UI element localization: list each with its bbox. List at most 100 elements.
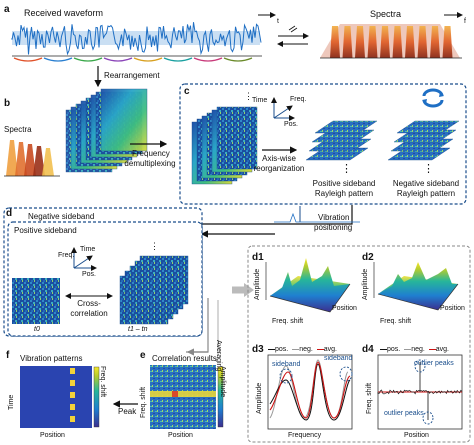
spectrogram-layer <box>100 88 148 152</box>
spectra-peak <box>342 26 353 58</box>
positive-sideband-tab: Positive sideband <box>14 226 77 235</box>
waveform-axis-label: t <box>277 18 279 25</box>
spectra-peak <box>367 26 378 58</box>
panel-f-colorbar-label: Freq. shift <box>99 366 106 398</box>
d3-xlabel: Frequency <box>288 432 322 439</box>
small-spectra-peak <box>24 144 36 176</box>
sideband-layer <box>396 120 460 134</box>
panel-d1-letter: d1 <box>252 252 264 263</box>
small-spectra-stack <box>4 140 60 177</box>
panel-c-frame <box>179 83 467 205</box>
d2-ylabel: Amplitude <box>362 268 369 300</box>
positive-sideband-label-2: Rayleigh pattern <box>314 189 374 198</box>
d4-legend: pos. neg. avg. <box>380 346 449 353</box>
small-spectra-peak <box>15 142 27 176</box>
small-spectra-peak <box>33 146 45 176</box>
panel-c-cube-stack <box>191 106 258 185</box>
panel-e-title: Correlation results <box>152 354 217 363</box>
axiswise-label-1: Axis-wise <box>262 154 296 163</box>
t1-tn-stack <box>119 255 189 325</box>
panel-e-colorbar-label: Amplitude <box>219 366 226 398</box>
negative-sideband-label-1: Negative sideband <box>392 179 460 188</box>
reorganize-cycle-icon <box>422 88 444 108</box>
c-axis-time: Time <box>252 97 268 104</box>
panel-e-xlabel: Position <box>168 432 193 439</box>
spectra-peak <box>442 26 453 58</box>
fft-transform-arrows <box>277 25 309 47</box>
d3-ylabel: Amplitude <box>256 382 263 414</box>
spectra-peak <box>330 26 340 58</box>
t0-label: t0 <box>34 326 40 333</box>
cube-layer <box>216 106 258 170</box>
panel-a-letter: a <box>4 4 10 15</box>
negative-sideband-tab: Negative sideband <box>28 212 95 221</box>
c-axis-freq: Freq. <box>290 96 307 103</box>
cross-correlation-label-1: Cross- <box>77 299 101 308</box>
panel-b-letter: b <box>4 98 11 109</box>
d1-surface-plot <box>265 258 351 313</box>
c-axis-pos: Pos. <box>284 121 299 128</box>
c-stack-dots: ⋮ <box>244 91 253 101</box>
t0-heatmap <box>12 278 60 324</box>
sideband-layer <box>314 120 378 134</box>
rearrangement-label: Rearrangement <box>104 71 160 80</box>
vibration-label: Vibration <box>318 213 350 222</box>
d3-sideband-plot <box>267 354 353 430</box>
vibration-patterns-plot <box>20 366 100 428</box>
correlation-results-plot <box>150 365 224 429</box>
panel-f-ylabel: Time <box>8 394 15 410</box>
d-stack-dots: ⋮ <box>150 241 159 251</box>
demux-label-2: demultiplexing <box>124 159 176 168</box>
d-axis-pos: Pos. <box>82 271 97 278</box>
panel-c-axes <box>271 97 295 121</box>
pos-stack-dots: ⋮ <box>341 163 352 175</box>
small-spectra-peak <box>6 140 18 176</box>
d-axis-freq: Freq. <box>58 252 75 259</box>
panel-d-letter: d <box>6 208 13 219</box>
d3-sideband-left: sideband <box>272 361 301 368</box>
d3-sideband-right: sideband <box>324 355 353 362</box>
d3-legend: pos. neg. avg. <box>268 346 337 353</box>
panel-e-ylabel: Freq. shift <box>140 386 147 418</box>
positioning-label: positioning <box>314 223 353 232</box>
spectra-peak <box>380 26 390 58</box>
d4-xlabel: Position <box>404 432 429 439</box>
spectra-peak <box>417 26 428 58</box>
cross-correlation-label-2: correlation <box>70 309 108 318</box>
d4-outlier-top: outlier peaks <box>414 360 454 367</box>
correlation-layer <box>139 255 189 305</box>
waveform-label: Received waveform <box>24 8 104 18</box>
axiswise-label-2: reorganization <box>253 164 305 173</box>
positive-sideband-label-1: Positive sideband <box>312 179 376 188</box>
vibration-positioning-connector <box>200 205 360 238</box>
d4-outlier-plot <box>377 354 463 430</box>
peak-label: Peak <box>118 407 137 416</box>
panel-d1-d4-frame <box>247 245 471 443</box>
d2-surface-plot <box>373 262 459 311</box>
d2-xlabel: Freq. shift <box>380 318 412 325</box>
small-spectra-peak <box>42 148 54 176</box>
received-waveform-plot <box>11 12 276 62</box>
d1-zlabel: Position <box>332 305 357 312</box>
panel-f-xlabel: Position <box>40 432 65 439</box>
negative-sideband-label-2: Rayleigh pattern <box>396 189 456 198</box>
spectra-peak <box>405 26 415 58</box>
t1-tn-label: t1 – tn <box>128 326 148 333</box>
d1-xlabel: Freq. shift <box>272 318 304 325</box>
small-spectra-label: Spectra <box>4 125 32 134</box>
panel-e-letter: e <box>140 350 146 361</box>
spectra-plot <box>320 12 463 59</box>
panel-c-letter: c <box>184 86 190 97</box>
demux-label-1: Frequency <box>132 149 170 158</box>
d-axis-time: Time <box>80 246 96 253</box>
neg-stack-dots: ⋮ <box>423 163 434 175</box>
panel-d4-letter: d4 <box>362 344 374 355</box>
panel-d2-letter: d2 <box>362 252 374 263</box>
spectra-axis-label: f <box>464 18 466 25</box>
spectra-peak <box>430 26 440 58</box>
d4-ylabel: Freq. shift <box>366 382 373 414</box>
d1-ylabel: Amplitude <box>254 268 261 300</box>
d2-zlabel: Position <box>440 305 465 312</box>
negative-sideband-stack <box>387 120 460 161</box>
